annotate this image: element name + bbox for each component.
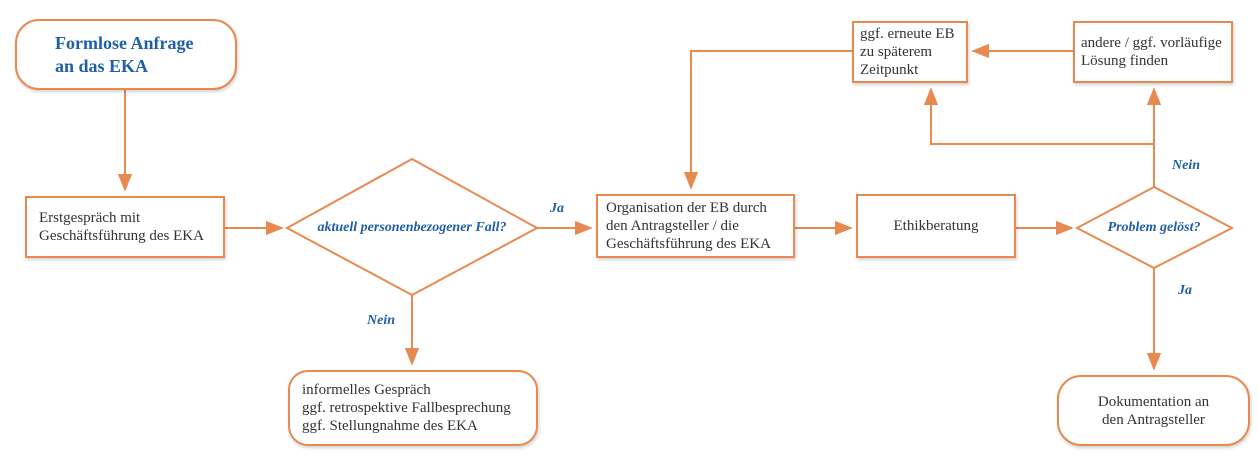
informell-label: informelles Gespräch ggf. retrospektive … <box>302 382 511 434</box>
decision1-label: aktuell personenbezogener Fall? <box>317 220 507 235</box>
ethikberatung-label: Ethikberatung <box>893 218 979 234</box>
start-node: Formlose Anfrage an das EKA <box>15 19 237 90</box>
decision2-ja-label: Ja <box>1178 283 1192 298</box>
decision2-label: Problem gelöst? <box>1107 220 1201 235</box>
erstgespraech-node: Erstgespräch mit Geschäftsführung des EK… <box>25 196 225 258</box>
dokumentation-node: Dokumentation an den Antragsteller <box>1057 375 1250 446</box>
start-node-label: Formlose Anfrage an das EKA <box>55 32 194 76</box>
andere-loesung-node: andere / ggf. vorläufige Lösung finden <box>1073 21 1233 83</box>
decision1-nein-label: Nein <box>367 313 395 328</box>
organisation-label: Organisation der EB durch den Antragstel… <box>606 200 771 252</box>
informell-node: informelles Gespräch ggf. retrospektive … <box>288 370 538 446</box>
decision2-nein-label: Nein <box>1172 158 1200 173</box>
edge-erneute-eb-to-organisation <box>683 50 852 190</box>
decision1-diamond <box>284 157 540 297</box>
organisation-node: Organisation der EB durch den Antragstel… <box>596 194 795 258</box>
erneute-eb-node: ggf. erneute EB zu späterem Zeitpunkt <box>852 21 968 83</box>
decision1-ja-label: Ja <box>550 201 564 216</box>
andere-loesung-label: andere / ggf. vorläufige Lösung finden <box>1081 35 1222 69</box>
erstgespraech-label: Erstgespräch mit Geschäftsführung des EK… <box>39 210 204 244</box>
decision2-diamond <box>1074 185 1235 270</box>
erneute-eb-label: ggf. erneute EB zu späterem Zeitpunkt <box>860 26 955 78</box>
dokumentation-label: Dokumentation an den Antragsteller <box>1097 393 1210 428</box>
edge-branch-to-erneute-eb <box>923 87 1154 145</box>
ethikberatung-node: Ethikberatung <box>856 194 1016 258</box>
